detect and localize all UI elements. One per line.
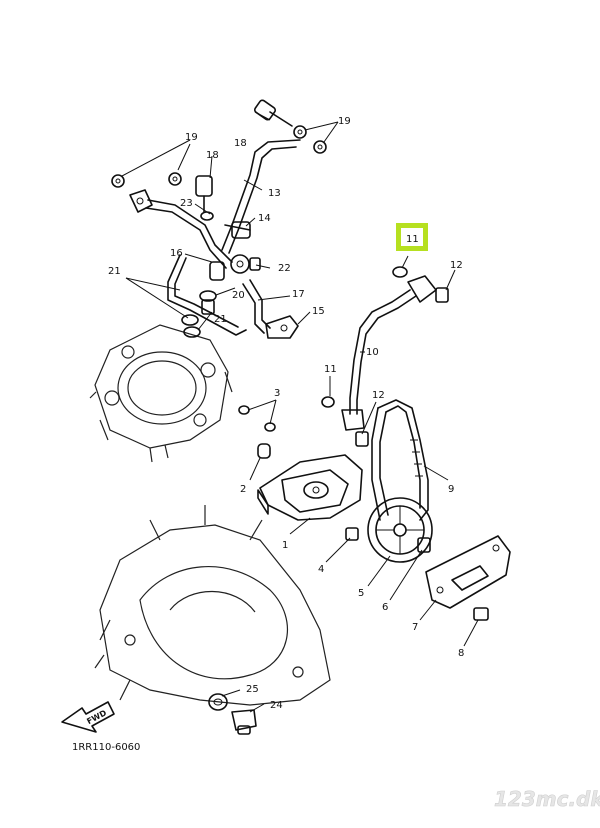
watermark: 123mc.dk xyxy=(494,787,600,811)
label-6: 6 xyxy=(382,602,388,613)
label-19-right: 19 xyxy=(338,116,351,127)
label-11-highlight: 11 xyxy=(406,234,419,245)
cylinder-outline xyxy=(89,324,233,463)
label-22: 22 xyxy=(278,263,291,274)
label-23: 23 xyxy=(180,198,193,209)
label-25: 25 xyxy=(246,684,259,695)
oil-delivery-pipe xyxy=(321,266,449,447)
label-16: 16 xyxy=(170,248,183,259)
diagram-code: 1RR110-6060 xyxy=(72,742,140,753)
label-11: 11 xyxy=(324,364,337,375)
label-17: 17 xyxy=(292,289,305,300)
label-2: 2 xyxy=(240,484,246,495)
label-15: 15 xyxy=(312,306,325,317)
sprocket-cover xyxy=(425,535,511,609)
label-3: 3 xyxy=(274,388,280,399)
leader-lines xyxy=(121,111,479,713)
pump-sprocket xyxy=(367,497,433,563)
label-12-mid: 12 xyxy=(372,390,385,401)
callout-labels: 19 18 19 18 13 23 14 16 22 21 20 17 21 1… xyxy=(108,116,464,711)
drive-chain xyxy=(371,399,429,521)
label-13: 13 xyxy=(268,188,281,199)
upper-fittings xyxy=(111,99,327,339)
label-21-left: 21 xyxy=(108,266,121,277)
label-1: 1 xyxy=(282,540,288,551)
label-10: 10 xyxy=(366,347,379,358)
label-18-top: 18 xyxy=(234,138,247,149)
label-7: 7 xyxy=(412,622,418,633)
oil-pump-body xyxy=(238,405,363,521)
label-9: 9 xyxy=(448,484,454,495)
crankcase-outline xyxy=(94,505,331,706)
label-21-mid: 21 xyxy=(214,314,227,325)
label-5: 5 xyxy=(358,588,364,599)
label-18-left: 18 xyxy=(206,150,219,161)
label-8: 8 xyxy=(458,648,464,659)
label-19-left: 19 xyxy=(185,132,198,143)
label-12-top: 12 xyxy=(450,260,463,271)
highlight-part-11[interactable]: 11 xyxy=(396,223,428,251)
label-4: 4 xyxy=(318,564,324,575)
label-14: 14 xyxy=(258,213,271,224)
fwd-arrow-icon: FWD xyxy=(61,701,115,733)
small-bolts xyxy=(345,527,489,621)
label-24: 24 xyxy=(270,700,283,711)
upper-oil-pipe-assembly xyxy=(145,139,301,336)
drain-plug xyxy=(208,693,257,735)
label-20: 20 xyxy=(232,290,245,301)
